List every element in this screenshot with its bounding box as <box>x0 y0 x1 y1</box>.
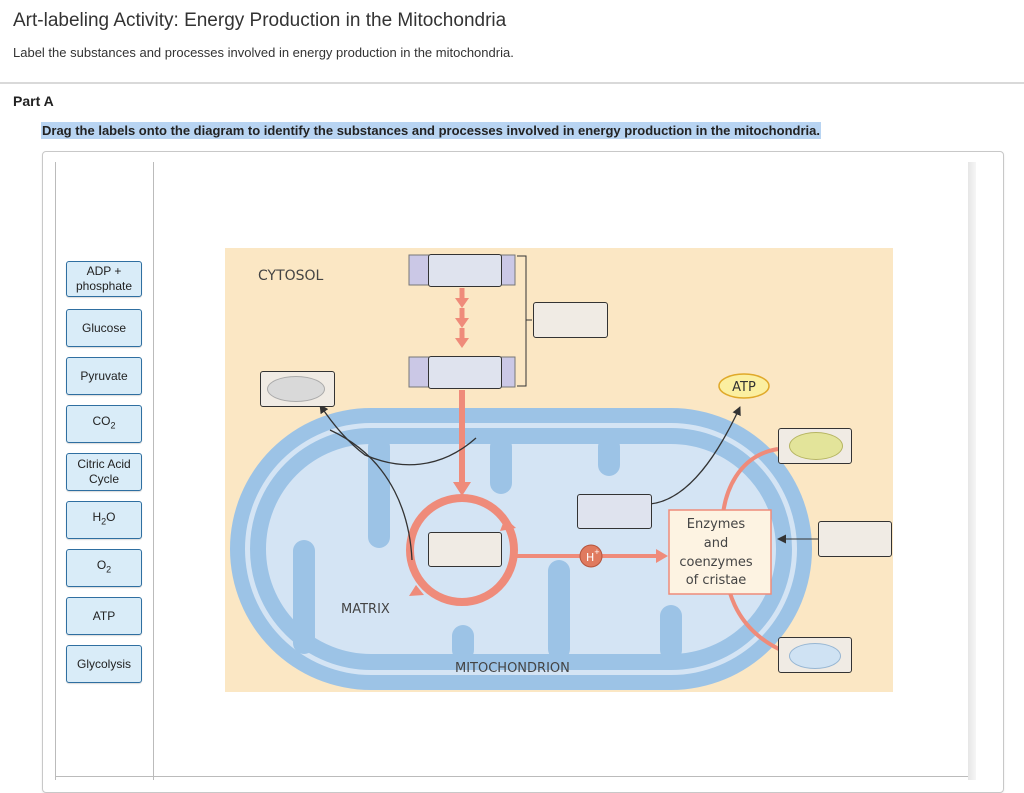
electron-transport-arrowhead <box>656 549 668 563</box>
label-text: Glucose <box>81 320 127 335</box>
cycle-arrowhead <box>409 585 424 596</box>
atp-badge <box>718 373 770 399</box>
label-text: O <box>106 510 116 525</box>
label-text: Glycolysis <box>76 656 131 671</box>
water-oval-icon <box>789 643 841 669</box>
h-plus-badge <box>579 544 603 568</box>
panel-scroll-shadow <box>968 162 976 780</box>
h-plus-text: H <box>586 551 594 564</box>
label-glucose[interactable]: Glucose <box>66 309 142 347</box>
cristae <box>293 436 682 661</box>
label-text: ADP + <box>86 264 122 278</box>
label-glycolysis[interactable]: Glycolysis <box>66 645 142 683</box>
label-subscript: 2 <box>106 564 112 575</box>
atp-curve <box>649 406 741 505</box>
panel-bottom-border <box>55 776 968 777</box>
atp-text: ATP <box>732 380 756 395</box>
drop-zone-co2[interactable] <box>260 371 335 407</box>
part-label: Part A <box>13 93 54 109</box>
label-text: Pyruvate <box>80 368 128 383</box>
drop-zone-glycolysis-top[interactable] <box>428 254 502 287</box>
oxygen-oval-icon <box>789 432 843 460</box>
glycolysis-bracket <box>517 255 527 387</box>
drop-zone-glycolysis-bottom[interactable] <box>428 356 502 389</box>
co2-oval-icon <box>267 376 325 402</box>
label-subscript: 2 <box>101 516 107 527</box>
enzymes-box <box>668 509 772 595</box>
page-title: Art-labeling Activity: Energy Production… <box>13 10 507 31</box>
glycolysis-arrows <box>455 288 469 348</box>
pyruvate-arrowhead <box>453 482 471 496</box>
label-atp[interactable]: ATP <box>66 597 142 635</box>
inner-membrane <box>250 428 792 670</box>
cycle-arrowhead <box>500 518 516 531</box>
drop-zone-citric-acid-cycle[interactable] <box>428 532 502 567</box>
drop-zone-oxygen[interactable] <box>778 428 852 464</box>
label-text: ATP <box>92 608 116 623</box>
divider <box>0 82 1024 84</box>
label-pyruvate[interactable]: Pyruvate <box>66 357 142 395</box>
matrix-label: MATRIX <box>341 602 390 617</box>
enzymes-text: of cristae <box>686 573 747 588</box>
label-co2[interactable]: CO2 <box>66 405 142 443</box>
label-adp-phosphate[interactable]: ADP +phosphate <box>66 261 142 297</box>
instruction-text: Drag the labels onto the diagram to iden… <box>41 122 821 139</box>
label-text: CO <box>92 414 111 429</box>
enzymes-text: Enzymes <box>687 517 746 532</box>
drop-zone-water[interactable] <box>778 637 852 673</box>
drop-zone-electrons[interactable] <box>577 494 652 529</box>
label-subscript: 2 <box>110 420 116 431</box>
cytosol-label: CYTOSOL <box>258 268 324 284</box>
mitochondrion-label: MITOCHONDRION <box>455 661 570 676</box>
enzymes-text: and <box>704 536 728 551</box>
h-plus-superscript: + <box>594 548 600 556</box>
label-h2o[interactable]: H2O <box>66 501 142 539</box>
page-subtitle: Label the substances and processes invol… <box>13 45 514 60</box>
label-text: O <box>96 558 107 573</box>
label-text: Citric Acid <box>77 457 131 471</box>
co2-curve-extension <box>329 429 413 561</box>
drop-zone-enzymes-input[interactable] <box>818 521 892 557</box>
label-text: Cycle <box>88 472 119 486</box>
label-o2[interactable]: O2 <box>66 549 142 587</box>
label-bank <box>55 162 154 780</box>
label-text: H <box>92 510 102 525</box>
citric-acid-cycle-ring <box>406 494 518 606</box>
enzymes-text: coenzymes <box>679 555 753 570</box>
drop-zone-glycolysis-process[interactable] <box>533 302 608 338</box>
label-text: phosphate <box>75 279 133 293</box>
